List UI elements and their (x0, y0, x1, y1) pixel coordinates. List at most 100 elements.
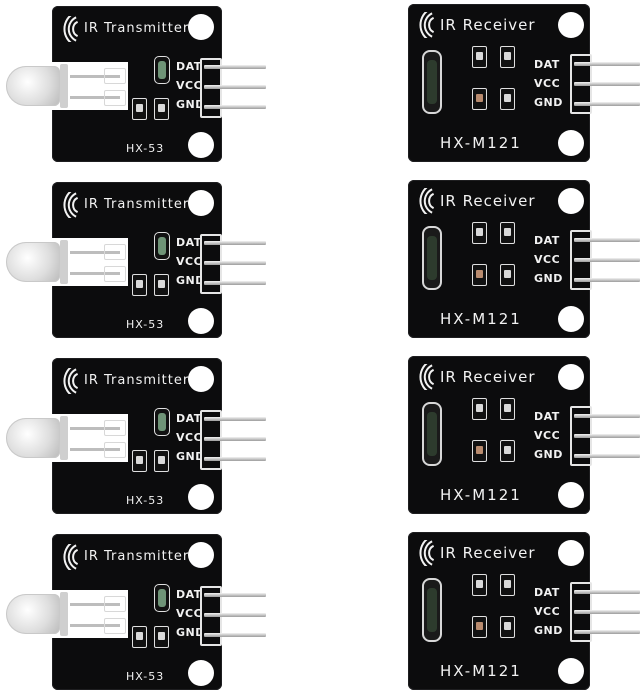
mounting-hole (558, 188, 584, 214)
led-leg (70, 75, 120, 78)
ir-led (6, 594, 60, 634)
mounting-hole (188, 190, 214, 216)
pin-label-vcc: VCC (176, 79, 203, 92)
pin-label-vcc: VCC (534, 77, 561, 90)
header-pin (574, 434, 640, 438)
pin-label-gnd: GND (534, 624, 563, 637)
model-number: HX-M121 (440, 662, 522, 680)
module-title: IR Transmitter (84, 197, 190, 212)
pin-label-dat: DAT (176, 588, 202, 601)
ir-receiver-sensor (422, 578, 442, 642)
header-pin (204, 105, 266, 109)
mounting-hole (188, 132, 214, 158)
capacitor (472, 616, 487, 638)
pin-label-dat: DAT (534, 234, 560, 247)
status-led (154, 56, 170, 84)
led-leg (70, 427, 120, 430)
module-title: IR Receiver (440, 544, 536, 562)
ir-receiver-sensor (422, 402, 442, 466)
solder-pad (104, 244, 126, 260)
header-pin (204, 613, 266, 617)
led (500, 440, 515, 462)
status-led (154, 408, 170, 436)
led-leg (70, 624, 120, 627)
header-pin (574, 590, 640, 594)
pin-label-dat: DAT (176, 236, 202, 249)
capacitor (472, 440, 487, 462)
header-pin (204, 85, 266, 89)
header-pin (204, 281, 266, 285)
ir-wave-icon (419, 540, 435, 566)
ir-wave-icon (63, 544, 79, 570)
header-pin (574, 610, 640, 614)
resistor (500, 46, 515, 68)
resistor (154, 450, 169, 472)
module-title: IR Receiver (440, 368, 536, 386)
ir-wave-icon (419, 364, 435, 390)
led-leg (70, 448, 120, 451)
mounting-hole (558, 540, 584, 566)
pin-label-dat: DAT (534, 58, 560, 71)
solder-pad (104, 420, 126, 436)
status-led (154, 584, 170, 612)
ir-wave-icon (63, 192, 79, 218)
mounting-hole (188, 484, 214, 510)
pin-label-gnd: GND (176, 274, 205, 287)
ir-receiver-sensor (422, 226, 442, 290)
module-title: IR Transmitter (84, 373, 190, 388)
solder-pad (104, 618, 126, 634)
module-title: IR Transmitter (84, 549, 190, 564)
resistor (472, 574, 487, 596)
solder-pad (104, 596, 126, 612)
pin-label-dat: DAT (176, 412, 202, 425)
model-number: HX-M121 (440, 310, 522, 328)
pin-label-dat: DAT (534, 586, 560, 599)
model-number: HX-53 (126, 142, 165, 155)
resistor (154, 626, 169, 648)
mounting-hole (188, 14, 214, 40)
led-leg (70, 251, 120, 254)
ir-led (6, 242, 60, 282)
ir-wave-icon (419, 188, 435, 214)
pin-label-gnd: GND (534, 96, 563, 109)
model-number: HX-53 (126, 670, 165, 683)
ir-led-rim (60, 240, 68, 284)
header-pin (574, 278, 640, 282)
resistor (472, 46, 487, 68)
pin-label-gnd: GND (176, 98, 205, 111)
header-pin (204, 633, 266, 637)
header-pin (574, 238, 640, 242)
header-pin (204, 241, 266, 245)
pin-label-gnd: GND (534, 272, 563, 285)
header-pin (574, 454, 640, 458)
pin-label-vcc: VCC (534, 253, 561, 266)
mounting-hole (188, 660, 214, 686)
mounting-hole (188, 308, 214, 334)
mounting-hole (188, 366, 214, 392)
led (500, 88, 515, 110)
mounting-hole (558, 364, 584, 390)
resistor (472, 222, 487, 244)
header-pin (204, 437, 266, 441)
pin-label-dat: DAT (176, 60, 202, 73)
resistor (132, 274, 147, 296)
led-leg (70, 96, 120, 99)
ir-led (6, 66, 60, 106)
pin-label-dat: DAT (534, 410, 560, 423)
resistor (500, 222, 515, 244)
resistor (132, 450, 147, 472)
ir-led-rim (60, 592, 68, 636)
ir-wave-icon (63, 16, 79, 42)
header-pin (204, 65, 266, 69)
mounting-hole (558, 12, 584, 38)
model-number: HX-M121 (440, 486, 522, 504)
mounting-hole (558, 130, 584, 156)
header-pin (204, 261, 266, 265)
pin-label-gnd: GND (176, 450, 205, 463)
